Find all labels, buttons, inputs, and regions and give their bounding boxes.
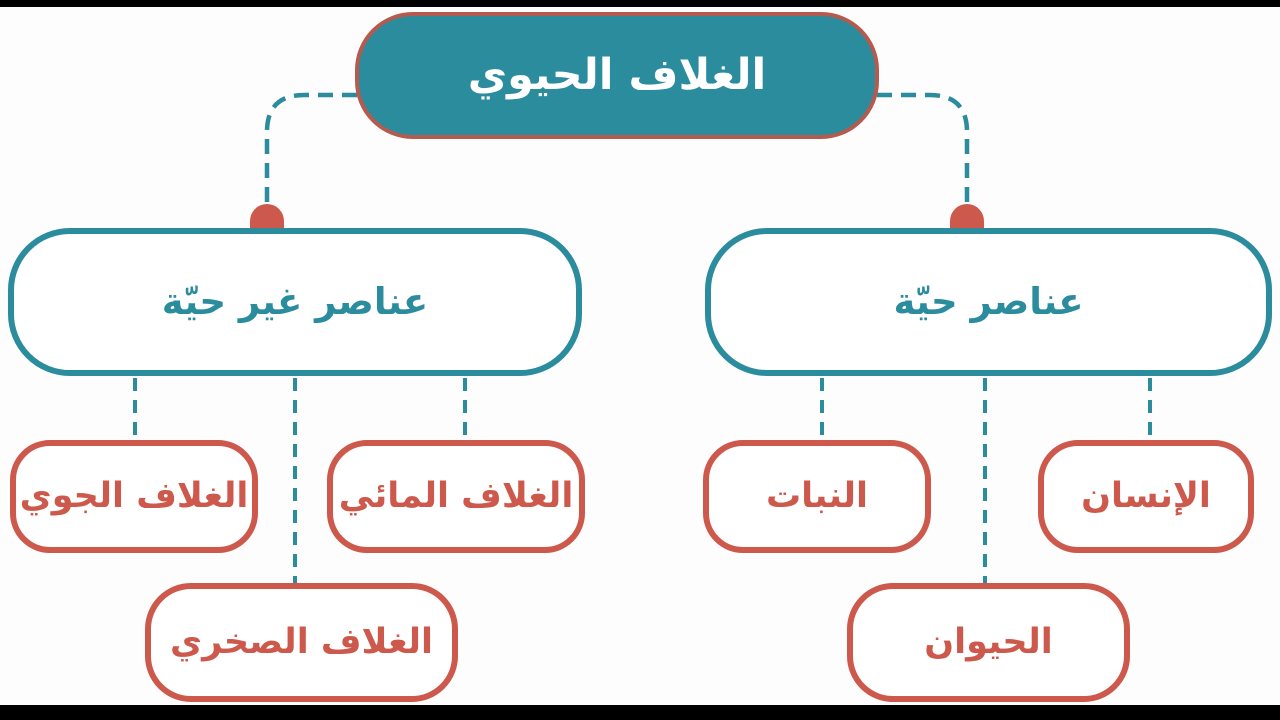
connector-root-to-living: [877, 92, 970, 206]
leaf-plants-label: النبات: [765, 476, 869, 517]
leaf-node-humans: الإنسان: [1038, 440, 1254, 553]
root-node-biosphere: الغلاف الحيوي: [355, 12, 879, 139]
letterbox-bar-top: [0, 0, 1280, 7]
letterbox-bar-bottom: [0, 705, 1280, 720]
connector-root-to-nonliving: [264, 92, 357, 206]
branch-nonliving-label: عناصر غير حيّة: [161, 279, 429, 323]
leaf-lithosphere-label: الغلاف الصخري: [170, 622, 434, 663]
branch-living-label: عناصر حيّة: [893, 279, 1084, 323]
root-node-label: الغلاف الحيوي: [467, 49, 767, 100]
leaf-node-plants: النبات: [703, 440, 931, 553]
branch-node-nonliving-elements: عناصر غير حيّة: [8, 228, 582, 376]
branch-node-living-elements: عناصر حيّة: [705, 228, 1272, 376]
leaf-animals-label: الحيوان: [924, 622, 1053, 663]
leaf-node-lithosphere: الغلاف الصخري: [145, 583, 458, 702]
leaf-humans-label: الإنسان: [1081, 476, 1211, 517]
leaf-node-animals: الحيوان: [847, 583, 1130, 702]
leaf-node-hydrosphere: الغلاف المائي: [327, 440, 585, 553]
leaf-node-atmosphere: الغلاف الجوي: [10, 440, 258, 553]
leaf-atmosphere-label: الغلاف الجوي: [19, 476, 249, 517]
leaf-hydrosphere-label: الغلاف المائي: [338, 476, 574, 517]
